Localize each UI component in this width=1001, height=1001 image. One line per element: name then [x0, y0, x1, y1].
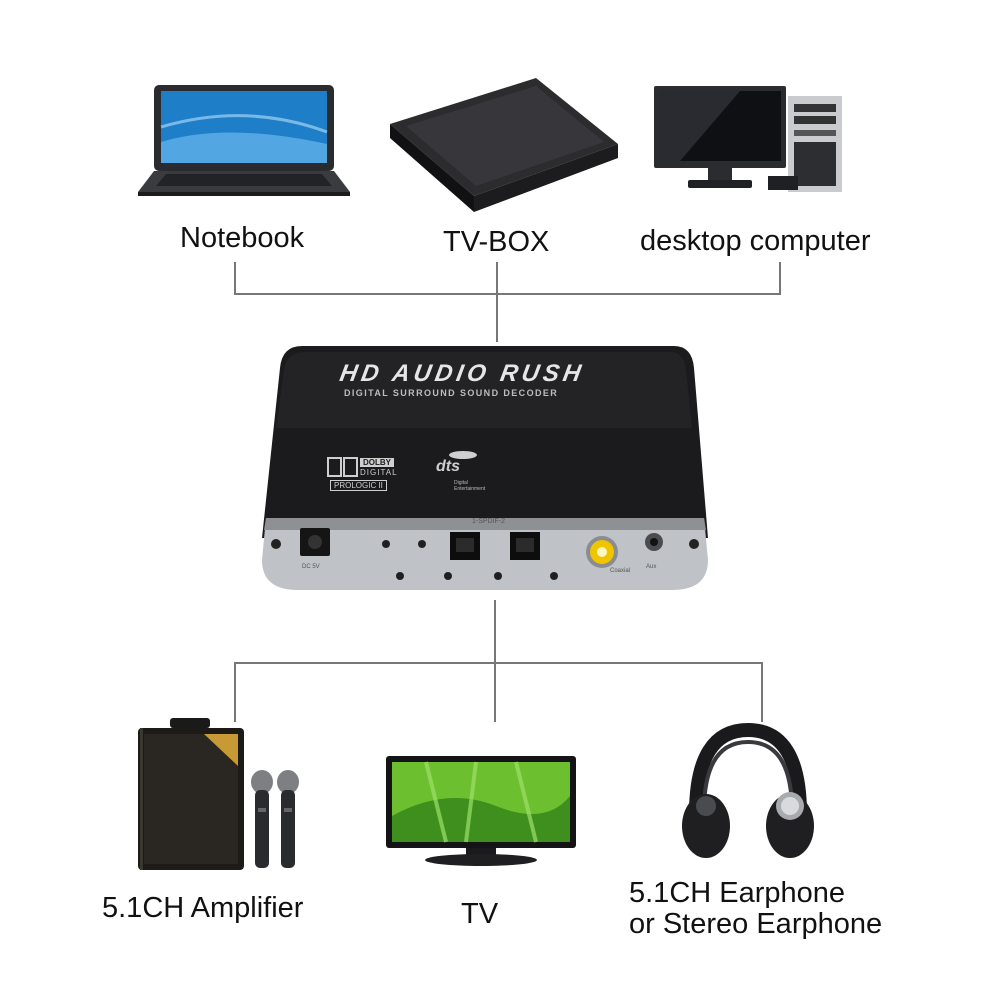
dolby-line1: DOLBY	[360, 458, 394, 467]
amplifier-label: 5.1CH Amplifier	[102, 892, 304, 924]
tv-label: TV	[461, 898, 499, 930]
decoder-subtitle: DIGITAL SURROUND SOUND DECODER	[344, 388, 559, 398]
desktop-computer-icon	[654, 86, 842, 192]
dts-name: dts	[436, 458, 460, 475]
dolby-line2: DIGITAL	[360, 468, 398, 477]
top-connector-bar	[234, 293, 781, 295]
dc-port-label: DC 5V	[302, 564, 320, 570]
notebook-label: Notebook	[180, 222, 305, 254]
earphone-label-line1: 5.1CH Earphone	[629, 877, 846, 909]
input-port-label: 1-SPDIF-2	[472, 518, 506, 525]
decoder-title: HD AUDIO RUSH	[337, 360, 587, 387]
audio-decoder-device: HD AUDIO RUSH DIGITAL SURROUND SOUND DEC…	[262, 338, 708, 600]
top-connector-right	[779, 262, 781, 294]
dolby-logo: DOLBY DIGITAL PROLOGIC II	[327, 457, 412, 498]
dts-logo: dts Digital Entertainment	[430, 450, 510, 494]
bottom-connector-left	[234, 662, 236, 722]
top-connector-left	[234, 262, 236, 294]
laptop-icon	[138, 85, 350, 196]
dolby-line3: PROLOGIC II	[330, 480, 387, 491]
coaxial-port-label: Coaxial	[610, 568, 631, 574]
bottom-connector-center	[494, 600, 496, 722]
desktop-computer-label: desktop computer	[640, 225, 871, 257]
bottom-connector-right	[761, 662, 763, 722]
bottom-connector-bar	[234, 662, 763, 664]
tv-box-icon	[390, 78, 618, 212]
headphones-icon	[682, 722, 814, 858]
top-connector-center	[496, 262, 498, 342]
earphone-label-line2: or Stereo Earphone	[629, 908, 883, 940]
speaker-amplifier-icon	[138, 718, 299, 870]
aux-port-label: Aux	[646, 564, 657, 570]
dts-tag: Digital Entertainment	[454, 480, 486, 492]
tv-box-label: TV-BOX	[443, 226, 550, 258]
tv-icon	[386, 756, 576, 866]
